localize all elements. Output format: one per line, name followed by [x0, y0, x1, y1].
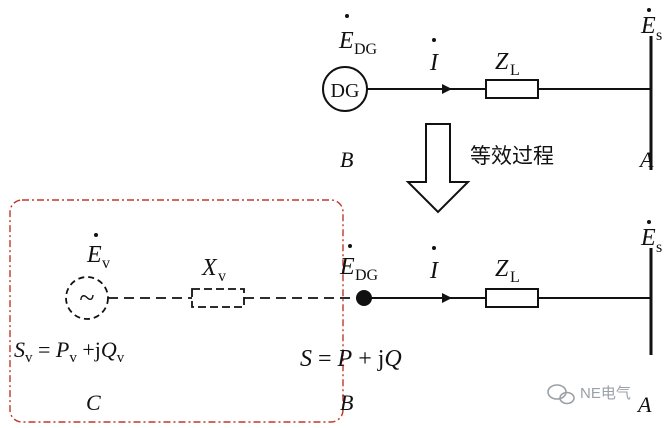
svg-text:L: L [510, 62, 520, 79]
top-current-label: I [429, 38, 439, 76]
svg-text:I: I [429, 50, 439, 76]
bottom-e-dg-label: E DG [339, 244, 379, 284]
top-e-dg-label: E DG [338, 14, 378, 58]
xv-reactance [191, 288, 245, 308]
svg-text:I: I [429, 258, 439, 284]
equivalence-arrow: 等效过程 [405, 123, 554, 214]
top-zl-label: Z L [495, 49, 520, 79]
bottom-e-s-label: E s [640, 220, 662, 256]
watermark-text: NE电气 [580, 385, 631, 402]
bottom-node-b: B [340, 390, 353, 415]
bottom-current-arrow-icon [442, 293, 452, 303]
svg-text:X: X [201, 255, 218, 281]
top-node-b: B [340, 147, 353, 172]
svg-text:E: E [640, 13, 656, 39]
svg-text:E: E [339, 254, 355, 280]
bottom-zl-impedance [485, 288, 539, 308]
svg-text:DG: DG [355, 267, 379, 284]
bottom-current-label: I [429, 246, 439, 284]
xv-label: X v [201, 255, 226, 285]
dg-source-label: DG [331, 80, 360, 102]
top-circuit: E DG DG I Z L E s B A [322, 8, 662, 172]
bottom-node-a: A [636, 392, 652, 417]
top-current-arrow-icon [442, 84, 452, 94]
top-zl-impedance [485, 79, 539, 99]
ac-tilde-icon: ~ [79, 283, 94, 314]
svg-text:L: L [510, 269, 520, 286]
virtual-source-boundary [9, 199, 344, 423]
equivalence-label: 等效过程 [470, 144, 554, 168]
svg-text:E: E [640, 225, 656, 251]
svg-text:DG: DG [354, 41, 378, 58]
wechat-icon [547, 384, 575, 405]
bottom-circuit: E v ~ X v Sv = Pv +jQv E DG [9, 199, 662, 423]
bottom-node-c: C [86, 390, 101, 415]
watermark: NE电气 [547, 384, 631, 405]
svg-text:Sv = Pv +jQv: Sv = Pv +jQv [14, 337, 125, 366]
svg-text:s: s [656, 239, 662, 256]
s-formula: S = P + jQ [300, 346, 402, 372]
svg-text:s: s [656, 27, 662, 44]
down-arrow-icon [405, 123, 471, 214]
svg-text:E: E [338, 28, 354, 54]
e-v-label: E v [86, 233, 110, 272]
svg-text:S = P + jQ: S = P + jQ [300, 346, 402, 372]
bottom-zl-label: Z L [495, 256, 520, 286]
svg-text:Z: Z [495, 49, 509, 75]
svg-text:E: E [86, 242, 102, 268]
svg-text:Z: Z [495, 256, 509, 282]
svg-text:v: v [102, 255, 110, 272]
top-e-s-label: E s [640, 8, 662, 44]
top-node-a: A [638, 147, 654, 172]
svg-text:v: v [218, 268, 226, 285]
sv-formula: Sv = Pv +jQv [14, 337, 125, 366]
